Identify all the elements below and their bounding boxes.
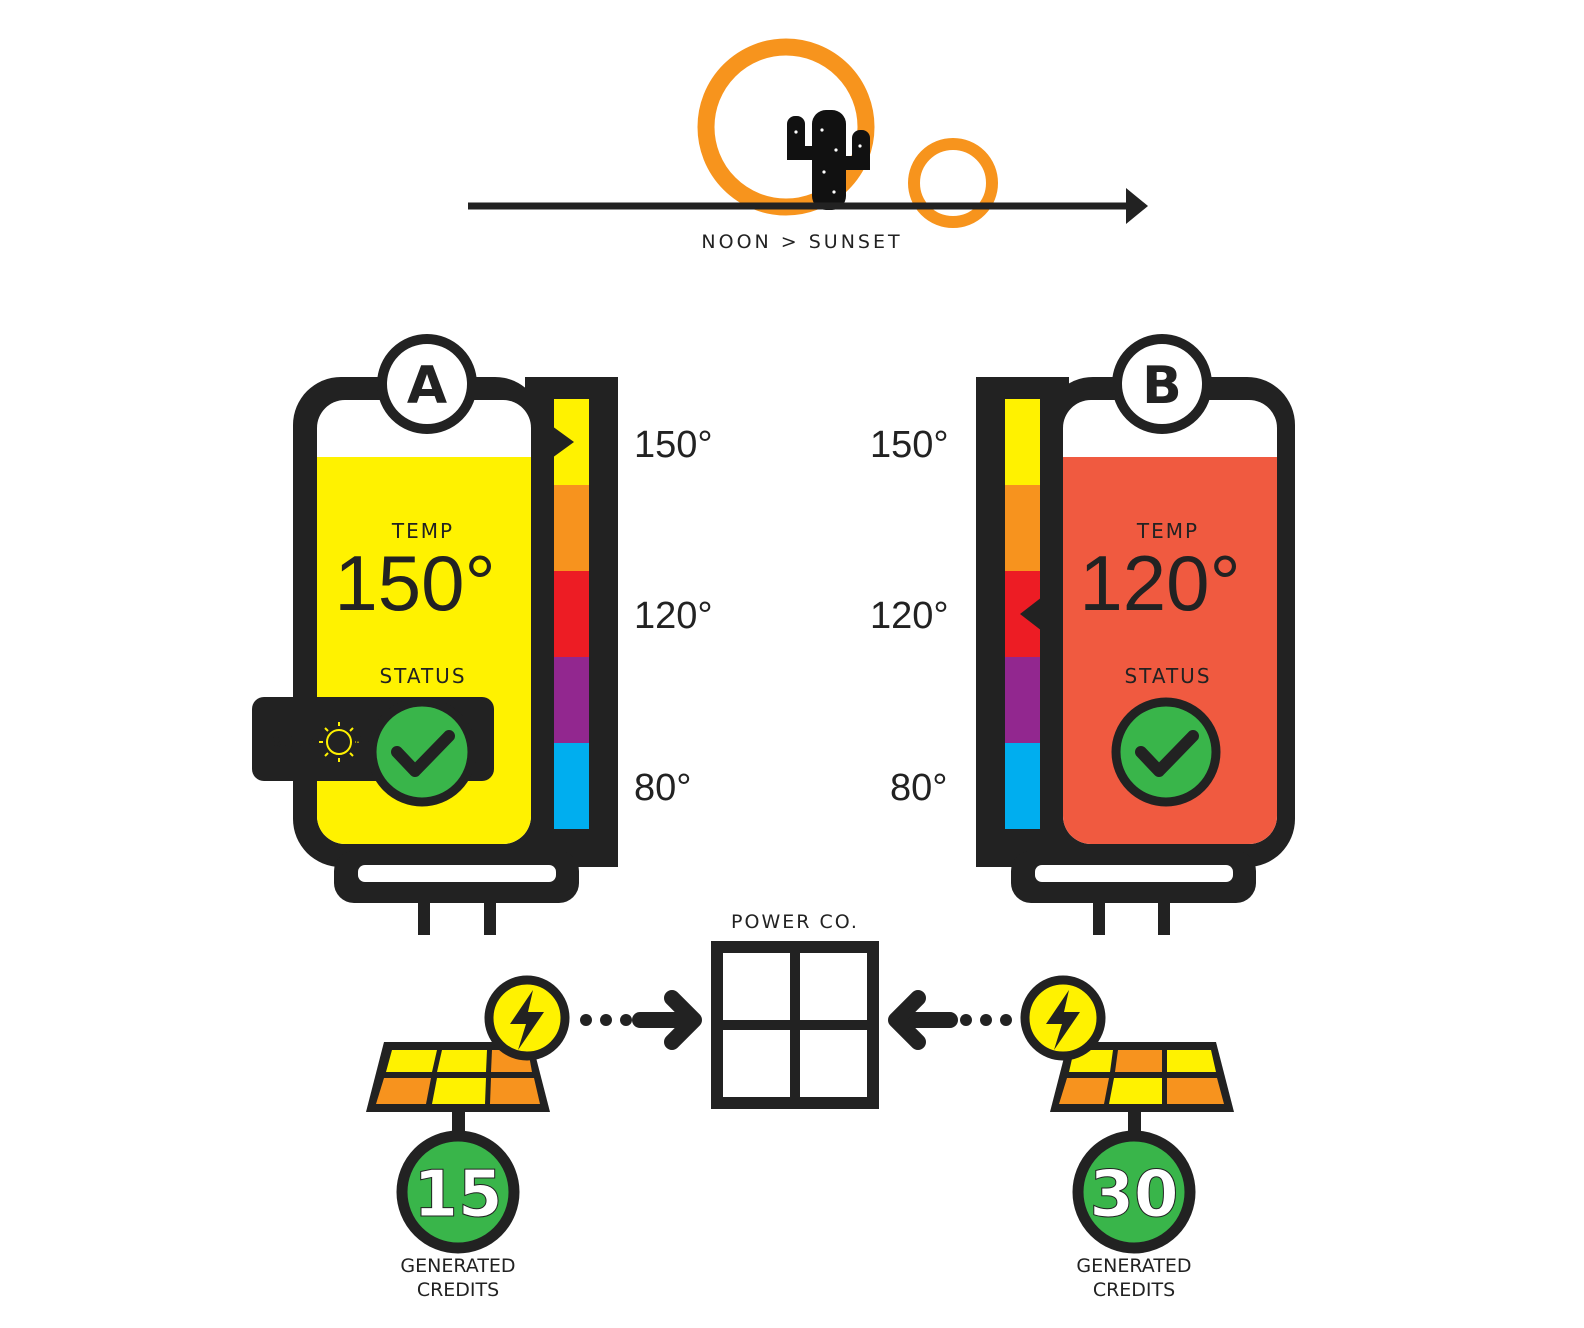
credits-value-b: 30: [1089, 1158, 1178, 1232]
heater-a: A TEMP 150° STATUS SOLAR P: [252, 334, 618, 935]
lightning-icon: [1046, 990, 1080, 1050]
timeline: NOON > SUNSET: [468, 38, 1148, 253]
scale-tick-80: 80°: [890, 767, 947, 809]
heater-a-status-label: STATUS: [379, 664, 466, 688]
credits-caption-a-line1: GENERATED: [400, 1255, 515, 1277]
brand-tail: P: [354, 733, 363, 751]
flow-dots-b: [960, 1014, 1012, 1026]
scale-labels-b: 150° 120° 80°: [870, 424, 949, 809]
arrow-icon: [1126, 188, 1148, 224]
arrow-icon: [664, 990, 702, 1050]
timeline-label: NOON > SUNSET: [701, 231, 902, 253]
credits-badge-a: [396, 1130, 520, 1254]
arrow-icon: [888, 990, 926, 1050]
heater-b-temp-value: 120°: [1079, 539, 1240, 627]
heater-b-level-marker: [1020, 597, 1042, 631]
heater-b-temp-label: TEMP: [1136, 519, 1199, 543]
credits-value-a: 15: [413, 1158, 502, 1232]
heater-a-temp-label: TEMP: [391, 519, 454, 543]
heater-a-leg: [484, 900, 496, 935]
scale-tick-120: 120°: [634, 595, 713, 637]
heater-b-status-badge: [1111, 697, 1221, 807]
heater-b-letter: B: [1142, 356, 1182, 416]
heater-a-scale-bar: [554, 399, 589, 829]
heater-b-scale-bar: [1005, 399, 1040, 829]
credits-badge-b: [1072, 1130, 1196, 1254]
credits-caption-b-line1: GENERATED: [1076, 1255, 1191, 1277]
sun-icon: [319, 722, 359, 762]
scale-tick-150: 150°: [870, 424, 949, 466]
credits-caption-a-line2: CREDITS: [417, 1279, 499, 1301]
heater-a-temp-value: 150°: [334, 539, 495, 627]
check-icon: [1135, 730, 1199, 777]
scale-tick-150: 150°: [634, 424, 713, 466]
heater-a-level-marker: [552, 426, 574, 458]
flow-dots-a: [580, 1014, 632, 1026]
heater-a-badge: [377, 334, 477, 434]
brand-name: SOLAR: [272, 733, 333, 751]
heater-a-status-badge: [367, 697, 477, 807]
scale-tick-120: 120°: [870, 595, 949, 637]
solar-panel-b: 30 GENERATED CREDITS: [888, 975, 1234, 1301]
power-company: POWER CO.: [711, 911, 879, 1109]
scale-labels-a: 150° 120° 80°: [634, 424, 713, 809]
check-icon: [391, 730, 455, 777]
sun-sunset-icon: [908, 138, 998, 228]
heater-b-leg: [1158, 900, 1170, 935]
lightning-icon: [510, 990, 544, 1050]
heater-a-letter: A: [407, 356, 447, 416]
solar-panel-icon: [366, 1042, 550, 1134]
power-company-label: POWER CO.: [731, 911, 859, 933]
heater-b: B TEMP 120° STATUS: [976, 334, 1295, 935]
heater-a-leg: [418, 900, 430, 935]
cactus-icon: [787, 110, 870, 210]
heater-b-leg: [1093, 900, 1105, 935]
window-icon: [711, 941, 879, 1109]
scale-tick-80: 80°: [634, 767, 691, 809]
solar-panel-a: 15 GENERATED CREDITS: [366, 975, 702, 1301]
heater-b-status-label: STATUS: [1124, 664, 1211, 688]
credits-caption-b-line2: CREDITS: [1093, 1279, 1175, 1301]
solar-panel-icon: [1050, 1042, 1234, 1134]
heater-b-badge: [1112, 334, 1212, 434]
